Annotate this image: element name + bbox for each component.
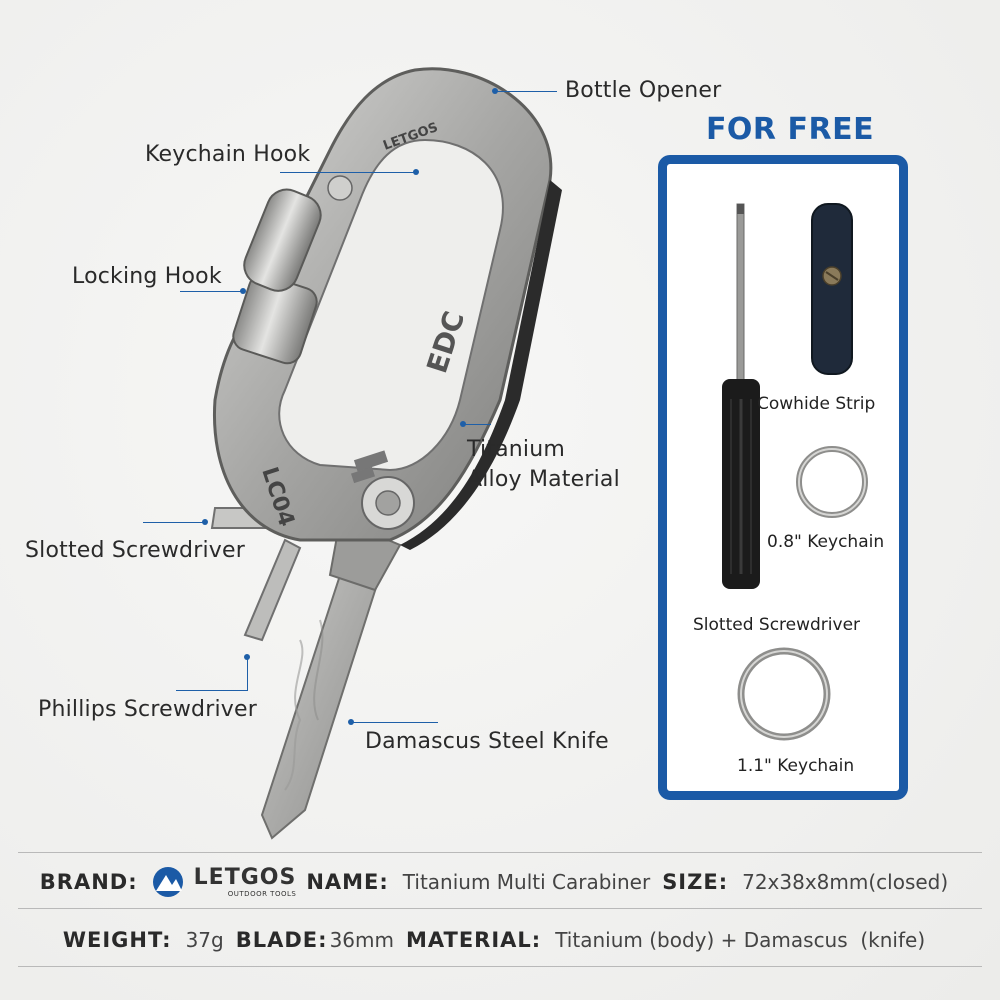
divider: [18, 852, 982, 853]
cowhide-strip-icon: [811, 203, 853, 375]
size-key: SIZE:: [662, 870, 729, 894]
leader-line: [352, 722, 438, 723]
leader-line: [280, 172, 415, 173]
callout-keychain-hook: Keychain Hook: [145, 142, 311, 167]
cowhide-strip-label: Cowhide Strip: [757, 394, 876, 414]
callout-bottle-opener: Bottle Opener: [565, 78, 722, 103]
leader-dot: [244, 654, 250, 660]
leader-line: [180, 291, 242, 292]
brand-sub: OUTDOOR TOOLS: [227, 889, 297, 898]
screwdriver-shaft: [736, 203, 745, 385]
weight-value: 37g: [185, 928, 224, 952]
blade-key: BLADE:: [235, 928, 328, 952]
free-accessories-panel: Cowhide Strip 0.8" Keychain Slotted Scre…: [658, 155, 908, 800]
brand-key: BRAND:: [39, 870, 138, 894]
divider: [18, 908, 982, 909]
leader-dot: [240, 288, 246, 294]
leader-dot: [202, 519, 208, 525]
damascus-knife-blade: [260, 558, 382, 840]
small-keychain-label: 0.8" Keychain: [767, 532, 885, 552]
spec-row-1: BRAND: LETGOS OUTDOOR TOOLS NAME: Titani…: [0, 862, 1000, 902]
callout-titanium-line2: Alloy Material: [467, 467, 620, 492]
leader-line: [143, 522, 205, 523]
material-key: MATERIAL:: [405, 928, 542, 952]
large-keychain-label: 1.1" Keychain: [737, 756, 855, 776]
for-free-heading: FOR FREE: [705, 112, 875, 147]
phillips-screwdriver-bit: [243, 538, 302, 642]
blade-value: 36mm: [329, 928, 394, 952]
divider: [18, 966, 982, 967]
leader-dot: [413, 169, 419, 175]
brand-name: LETGOS: [193, 864, 297, 890]
material-value: Titanium (body) + Damascus (knife): [555, 928, 926, 952]
leader-line: [247, 658, 248, 690]
leader-line: [495, 91, 557, 92]
spec-row-2: WEIGHT: 37g BLADE: 36mm MATERIAL: Titani…: [0, 920, 1000, 960]
leader-dot: [348, 719, 354, 725]
letgos-logo-icon: [152, 867, 183, 897]
weight-key: WEIGHT:: [62, 928, 172, 952]
name-key: NAME:: [306, 870, 389, 894]
leader-line: [463, 424, 491, 425]
accessories-image: [722, 203, 868, 741]
callout-locking-hook: Locking Hook: [72, 264, 222, 289]
leader-line: [176, 690, 248, 691]
carabiner-multitool-image: EDC LC04 LETGOS: [210, 67, 562, 840]
callout-titanium-line1: Titanium: [467, 437, 566, 462]
callout-slotted-screwdriver: Slotted Screwdriver: [25, 538, 245, 563]
name-value: Titanium Multi Carabiner: [402, 870, 651, 894]
size-value: 72x38x8mm(closed): [742, 870, 949, 894]
slotted-screwdriver-label: Slotted Screwdriver: [693, 615, 861, 635]
callout-phillips-screwdriver: Phillips Screwdriver: [38, 697, 257, 722]
brand-logo: LETGOS OUTDOOR TOOLS: [148, 865, 297, 899]
callout-damascus-knife: Damascus Steel Knife: [365, 729, 609, 754]
